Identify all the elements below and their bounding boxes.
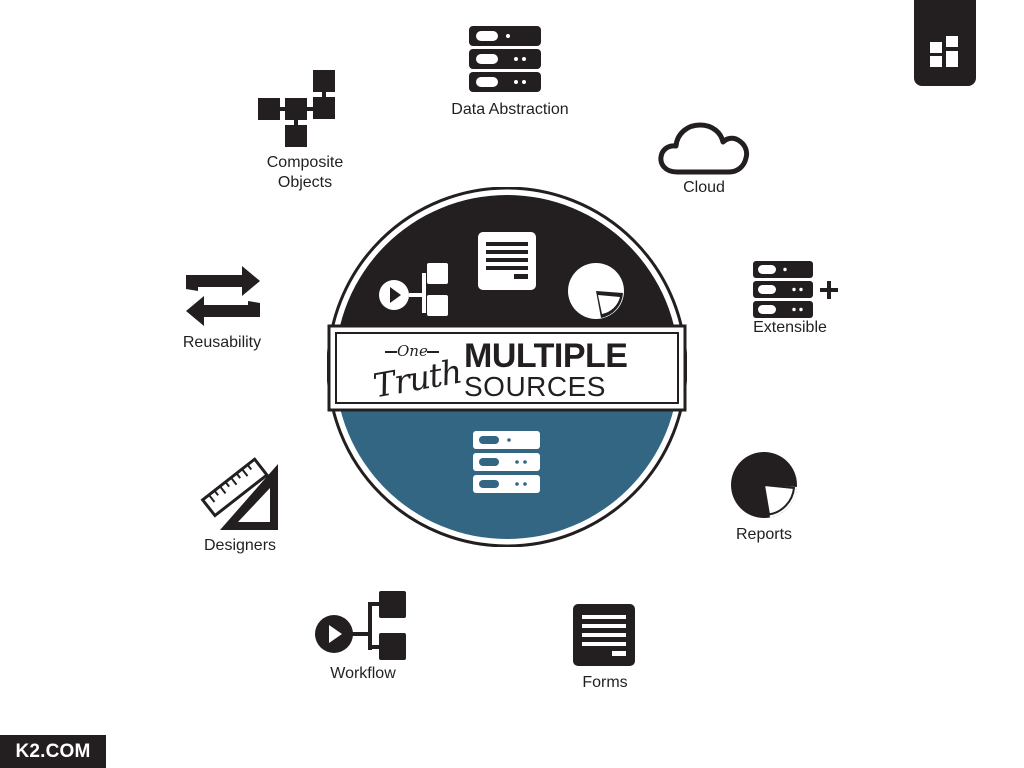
node-label-reusability: Reusability	[182, 334, 262, 351]
pie-chart-icon	[731, 452, 797, 518]
banner-sources-text: SOURCES	[464, 371, 606, 402]
node-label-composite-objects: Composite Objects	[266, 154, 344, 191]
server-plus-icon	[753, 261, 838, 318]
badge-workflow-icon	[379, 263, 448, 316]
node-label-workflow: Workflow	[330, 665, 396, 682]
node-reusability: Reusability	[168, 262, 278, 356]
node-reports: Reports	[720, 450, 808, 548]
node-label-extensible: Extensible	[753, 319, 827, 336]
node-data-abstraction: Data Abstraction	[430, 22, 590, 122]
node-forms: Forms	[560, 601, 650, 697]
central-badge: One Truth MULTIPLE SOURCES	[327, 187, 687, 547]
form-document-icon	[573, 604, 635, 666]
corner-tile	[914, 0, 976, 86]
node-label-cloud: Cloud	[683, 179, 725, 196]
repeat-arrows-icon	[186, 266, 260, 326]
composite-blocks-icon	[258, 70, 335, 147]
cloud-icon	[658, 122, 750, 175]
grid-squares-icon	[930, 36, 958, 67]
server-stack-icon	[469, 26, 541, 92]
node-designers: Designers	[190, 455, 292, 559]
banner-one-text: One	[397, 342, 428, 360]
banner-multiple-text: MULTIPLE	[464, 337, 628, 375]
node-label-forms: Forms	[582, 674, 628, 691]
node-workflow: Workflow	[310, 590, 416, 688]
node-composite-objects: Composite Objects	[245, 68, 365, 198]
badge-pie-icon	[568, 263, 624, 319]
node-label-reports: Reports	[735, 526, 793, 543]
node-extensible: Extensible	[740, 258, 850, 342]
ruler-triangle-icon	[200, 457, 278, 530]
badge-server-icon	[473, 431, 540, 493]
badge-form-icon	[478, 232, 536, 290]
node-label-data-abstraction: Data Abstraction	[451, 101, 569, 118]
badge-graphic	[327, 187, 687, 547]
k2-site-badge: K2.COM	[0, 735, 106, 768]
node-label-designers: Designers	[203, 537, 277, 554]
node-cloud: Cloud	[650, 118, 758, 200]
workflow-icon	[315, 591, 406, 660]
